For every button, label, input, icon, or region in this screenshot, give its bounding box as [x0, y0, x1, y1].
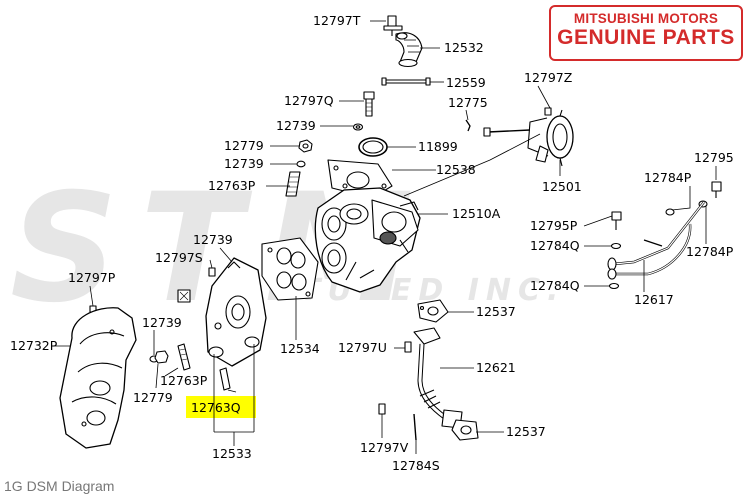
label-12559: 12559 — [446, 75, 486, 90]
label-11899: 11899 — [418, 139, 458, 154]
label-12784P-b: 12784P — [686, 244, 734, 259]
gasket-12534 — [261, 237, 319, 301]
label-12784Q-b: 12784Q — [530, 278, 580, 293]
bolt-12797V — [378, 403, 386, 415]
nut-12779-low — [154, 350, 169, 364]
label-12797S: 12797S — [155, 250, 203, 265]
washer-12739-top — [352, 123, 364, 131]
manifold-12533 — [205, 257, 267, 367]
bolt-12797U — [404, 341, 412, 353]
label-12763P-b: 12763P — [160, 373, 208, 388]
label-12795: 12795 — [694, 150, 734, 165]
elbow-hose-12532 — [383, 15, 423, 68]
oil-return-pipe-12621 — [413, 327, 463, 429]
heat-shield-12732P — [59, 307, 137, 449]
badge-brand: MITSUBISHI MOTORS — [573, 11, 719, 26]
oil-pipe-12617 — [607, 181, 722, 280]
label-12537-b: 12537 — [506, 424, 546, 439]
label-12739-d: 12739 — [142, 315, 182, 330]
parts-drawings — [59, 15, 722, 449]
label-12784Q-a: 12784Q — [530, 238, 580, 253]
leader-lines — [52, 20, 717, 454]
label-12739-c: 12739 — [193, 232, 233, 247]
stud-12763Q — [219, 367, 231, 391]
label-12795P: 12795P — [530, 218, 578, 233]
label-12784S: 12784S — [392, 458, 440, 473]
label-12534: 12534 — [280, 341, 320, 356]
badge-genuine: GENUINE PARTS — [557, 26, 735, 49]
banjo-bolt-12795P — [611, 211, 622, 230]
turbocharger-12510A — [314, 187, 421, 293]
label-12538: 12538 — [436, 162, 476, 177]
label-12763P-a: 12763P — [208, 178, 256, 193]
label-12532: 12532 — [444, 40, 484, 55]
washer-12739-mid — [296, 160, 306, 168]
label-12501: 12501 — [542, 179, 582, 194]
nut-12779-top — [298, 139, 313, 153]
clamp-12784S — [413, 413, 417, 441]
label-12797Z: 12797Z — [524, 70, 572, 85]
diagram-caption: 1G DSM Diagram — [4, 478, 115, 494]
bolt-12797S — [208, 267, 216, 277]
bolt-12797P — [177, 289, 191, 303]
stud-12763P-low — [177, 343, 191, 371]
wastegate-actuator-12501 — [483, 107, 574, 167]
label-12739-a: 12739 — [276, 118, 316, 133]
label-12621: 12621 — [476, 360, 516, 375]
pin-12775 — [465, 119, 471, 132]
stud-12763P-top — [285, 171, 301, 197]
label-12775: 12775 — [448, 95, 488, 110]
label-12784P-a: 12784P — [644, 170, 692, 185]
rod-12559 — [381, 77, 431, 86]
part-labels: 12797T 12532 12559 12797Z 12797Q 12775 1… — [10, 13, 734, 473]
label-12739-b: 12739 — [224, 156, 264, 171]
label-12779-a: 12779 — [224, 138, 264, 153]
genuine-parts-badge: MITSUBISHI MOTORS GENUINE PARTS — [549, 5, 743, 61]
label-12797P: 12797P — [68, 270, 116, 285]
label-12533: 12533 — [212, 446, 252, 461]
label-12617: 12617 — [634, 292, 674, 307]
label-12763Q: 12763Q — [191, 400, 241, 415]
label-12797U: 12797U — [338, 340, 387, 355]
label-12779-b: 12779 — [133, 390, 173, 405]
bolt-12797Q — [363, 91, 375, 117]
gasket-12537-lower — [451, 419, 479, 441]
label-12797V: 12797V — [360, 440, 409, 455]
label-12537-a: 12537 — [476, 304, 516, 319]
label-12797T: 12797T — [313, 13, 361, 28]
label-12732P: 12732P — [10, 338, 58, 353]
label-12510A: 12510A — [452, 206, 501, 221]
highlight-12763Q — [186, 396, 256, 418]
washer-12784Q-low — [608, 282, 620, 290]
label-12797Q: 12797Q — [284, 93, 334, 108]
washer-12784Q-top — [610, 242, 622, 250]
gasket-12537-upper — [417, 299, 449, 323]
